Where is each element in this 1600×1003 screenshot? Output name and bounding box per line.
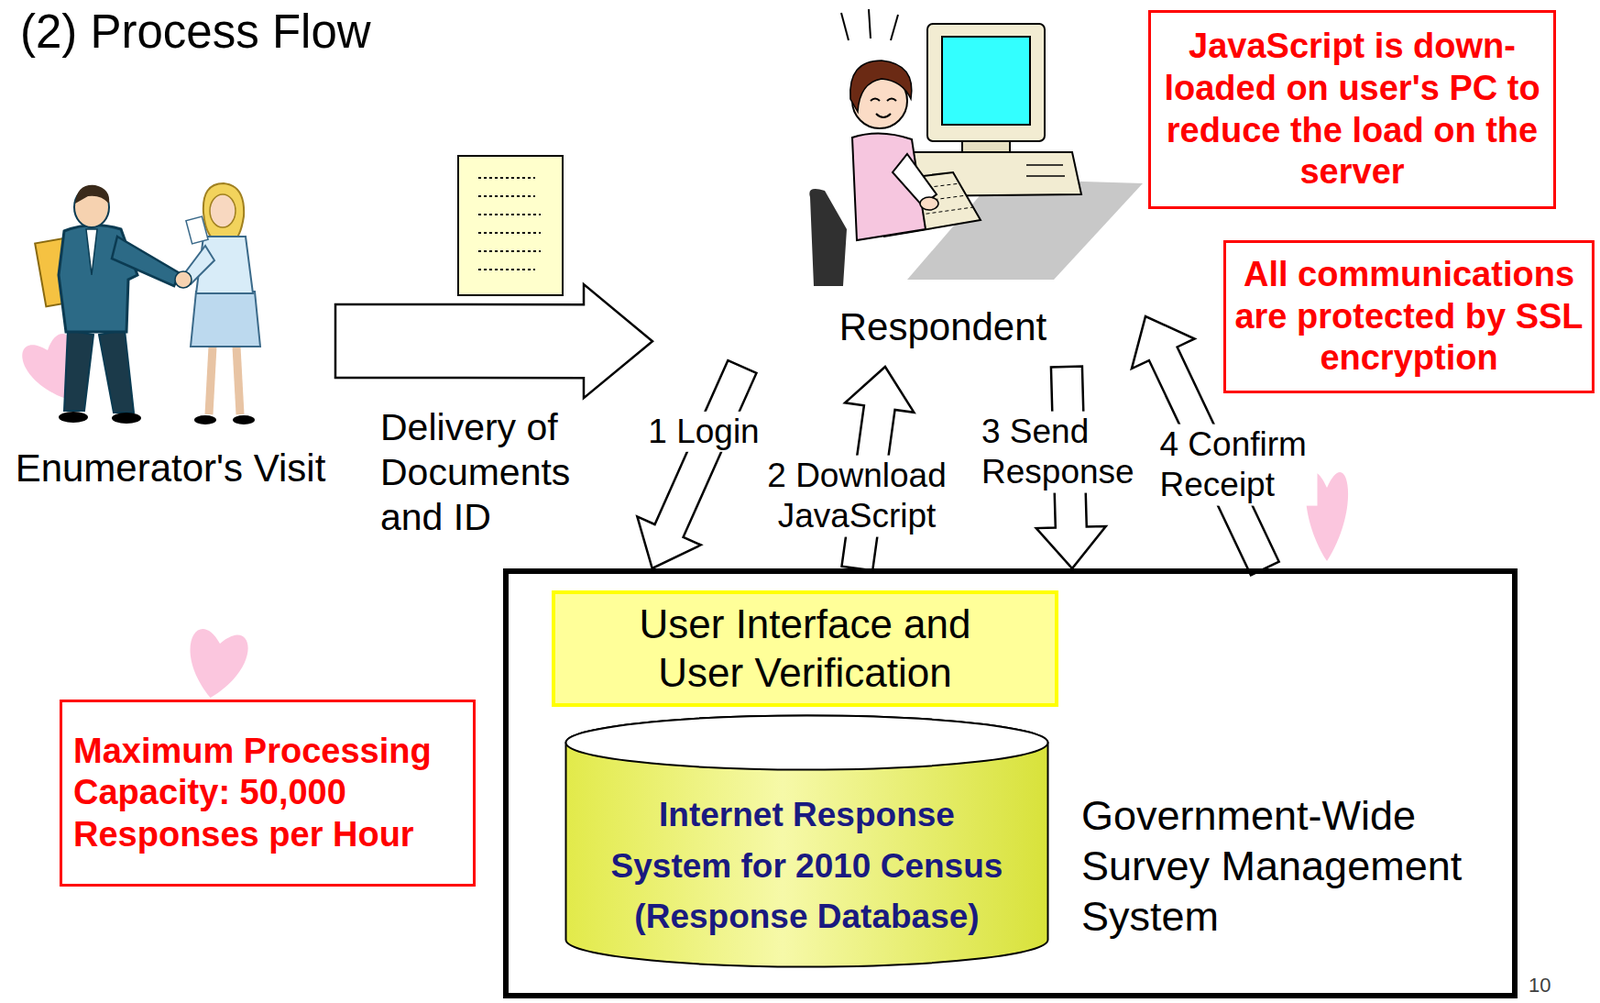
respondent-figure: Respondent [652,7,1146,367]
text-line [478,268,536,271]
text-line [478,195,536,198]
hair [850,60,912,112]
hair [75,185,110,204]
ray [841,12,849,41]
note-box: JavaScript is down-loaded on user's PC t… [1148,10,1557,209]
text-line [478,213,541,216]
node-label: Respondent [839,304,1048,351]
edge-label-wrap: Delivery of Documents and ID [377,405,591,541]
face [870,98,897,119]
leg [98,329,134,413]
enumerator-illustration [34,183,261,425]
shoe [58,411,88,423]
leg [208,346,213,415]
block-arrow [636,360,757,569]
note-box: Maximum Processing Capacity: 50,000 Resp… [59,699,476,887]
edge-label: 3 Send Response [978,411,1144,494]
ray [890,14,899,41]
slot [1026,164,1064,166]
skirt [190,291,261,347]
cylinder-top [566,715,1049,770]
chair [809,188,847,286]
edge-label-wrap: 4 Confirm Receipt [1157,424,1318,506]
leg [64,329,94,411]
edge-label: Delivery of Documents and ID [377,405,591,541]
hair [203,183,244,242]
node-label: User Interface and User Verification [622,600,989,698]
document-icon [458,155,563,296]
head [209,194,236,228]
arm [111,236,180,286]
shoe [194,415,217,425]
note-box: All communications are protected by SSL … [1223,240,1595,394]
ray [868,9,871,39]
screen [942,36,1031,125]
edge-label: 4 Confirm Receipt [1157,424,1318,506]
edge-label-wrap: 3 Send Response [978,411,1144,494]
text-line [478,231,541,234]
edge-label-wrap: 1 Login [635,411,773,452]
text-line [478,176,536,179]
respondent-illustration [809,9,1143,286]
hand [920,197,939,210]
node-label: Internet Response System for 2010 Census… [600,789,1015,943]
block-arrow [335,284,653,398]
petal-shape [182,626,252,703]
card [186,216,209,244]
hands [175,271,192,288]
node-label: Enumerator's Visit [15,445,327,492]
text-line [478,250,541,253]
monitor [927,23,1045,142]
node-label: All communications are protected by SSL … [1231,253,1587,380]
edge-label: 1 Login [645,411,762,452]
petal [182,626,252,703]
shirt [86,229,98,275]
title: (2) Process Flow [20,3,372,60]
shoe [111,412,142,424]
page-number: 10 [1528,973,1551,998]
leg [236,346,241,415]
cylinder-body [566,715,1049,967]
node-label: Government-Wide Survey Management System [1081,790,1503,943]
edge-label-wrap: 2 Download JavaScript [759,455,954,537]
paper [458,155,563,296]
database-cylinder: Internet Response System for 2010 Census… [564,713,1050,968]
system-box: Government-Wide Survey Management System… [503,568,1518,998]
shoe [232,415,255,425]
enumerator-figure: Enumerator's Visit [5,183,336,495]
node-label: JavaScript is down-loaded on user's PC t… [1158,25,1546,193]
node-label: Maximum Processing Capacity: 50,000 Resp… [73,730,462,856]
slot [1026,175,1065,177]
edge-label: 2 Download JavaScript [759,455,954,537]
title-wrap: (2) Process Flow [20,3,372,60]
interface-box: User Interface and User Verification [551,590,1059,707]
label-wrap: 10 [1528,973,1551,998]
